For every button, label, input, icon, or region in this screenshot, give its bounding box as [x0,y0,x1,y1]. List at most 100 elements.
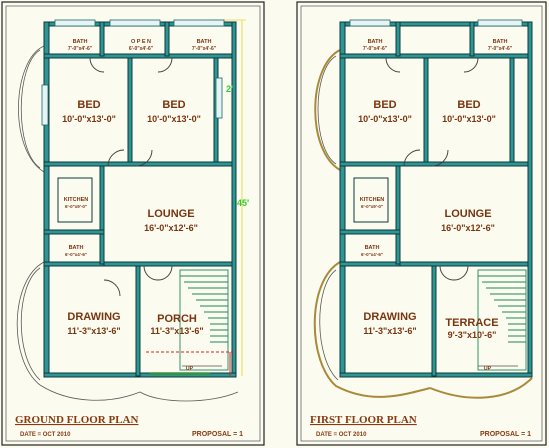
ground-plan-title: GROUND FLOOR PLAN [15,414,139,426]
ground-drawing-name: DRAWING [67,311,120,323]
first-window-bath-left [349,19,391,27]
first-drawing-size: 11'-3"x13'-6" [363,326,416,336]
ground-up-label: UP [186,366,194,372]
first-bath-left-name: BATH [368,39,383,45]
first-terrace-curve [429,377,533,399]
ground-wall-right [231,21,237,378]
ground-wall-bed-bottom [43,161,233,167]
first-bath-right-size: 7'-0"x4'-6" [488,46,513,52]
first-window-bath-right [477,19,523,27]
first-kitchen-size: 6'-0"x9'-0" [361,204,383,209]
ground-bay-curve-bottom [16,261,45,386]
ground-bed-left-name: BED [77,99,100,111]
first-kitchen-counter [353,177,389,223]
first-plan-proposal: PROPOSAL = 1 [480,431,531,438]
first-plan-date: DATE = OCT 2010 [316,432,367,438]
first-bath-left-size: 7'-0"x4'-6" [363,46,388,52]
ground-wall-bath-mid-right [99,233,105,265]
first-door-terrace-1 [439,265,455,281]
ground-bay-curve-top-inner [20,49,41,169]
ground-door-drawing [103,279,121,297]
first-wall-bath-mid-bottom [339,261,401,267]
first-stair-outline [477,269,527,371]
first-lounge-size: 16'-0"x12'-6" [441,223,495,233]
first-wall-bed-bottom [339,161,529,167]
ground-porch-name: PORCH [157,313,197,325]
ground-door-bed-left [107,149,125,167]
ground-stair-outline [179,269,229,371]
ground-sheet-border [1,1,265,446]
ground-wall-drawing-porch [135,265,141,377]
ground-window-bath-left [54,19,96,27]
first-door-terrace-2 [453,265,469,281]
ground-bath-right-name: BATH [197,39,212,45]
first-wall-right [527,21,533,378]
ground-wall-bath-div-2 [164,21,170,57]
ground-door-porch-2 [157,265,173,281]
ground-plan-proposal: PROPOSAL = 1 [192,431,243,438]
first-bed-right-name: BED [457,99,480,111]
first-terrace-size: 9'-3"x10'-6" [448,330,497,340]
first-staircase [477,269,527,371]
first-wall-bed-right-edge [509,57,515,165]
ground-labels: BATH 7'-0"x4'-6" O P E N 6'-0"x4'-6" BAT… [15,39,249,438]
ground-wall-kitchen-bottom [43,229,105,235]
ground-bath-left-name: BATH [73,39,88,45]
ground-door-bath-right [157,57,173,73]
ground-window-bath-right [173,19,225,27]
ground-lounge-name: LOUNGE [147,208,194,220]
first-wall-bath-mid-right [395,233,401,265]
first-bed-left-name: BED [373,99,396,111]
first-wall-drawing-terrace [431,265,437,377]
first-bath-mid-name: BATH [365,245,380,251]
ground-door-bed-right [135,149,153,167]
ground-porch-size: 11'-3"x13'-6" [150,326,203,336]
first-up-label: UP [484,366,492,372]
ground-bed-right-size: 10'-0"x13'-0" [147,114,201,124]
ground-bay-curve-top [18,45,45,173]
ground-drawing-size: 11'-3"x13'-6" [67,326,120,336]
first-kitchen-name: KITCHEN [360,197,384,203]
ground-window-bed-right [215,77,223,119]
ground-floor-plan [1,1,265,446]
first-wall-bath-div-1 [395,21,401,57]
first-wall-kitchen-right [395,165,401,233]
first-door-bed-left [403,149,421,167]
first-wall-bath-div-2 [469,21,475,57]
first-sheet-border [296,1,547,446]
first-wall-bath-row [339,53,529,59]
first-floor-plan [296,1,547,446]
ground-plan-date: DATE = OCT 2010 [20,432,71,438]
ground-staircase [179,269,229,371]
ground-wall-lounge-bottom [103,261,233,267]
ground-dim-2ft: 2' [226,84,233,94]
ground-wall-kitchen-right [99,165,105,233]
ground-wall-left [43,21,50,378]
ground-sheet-inner-border [5,5,261,442]
ground-wall-bath-div-1 [99,21,105,57]
ground-open-size: 6'-0"x4'-6" [129,46,154,52]
ground-lounge-size: 16'-0"x12'-6" [144,223,198,233]
first-drawing-name: DRAWING [363,311,416,323]
first-bay-curve-bottom [313,261,431,398]
first-bed-left-size: 10'-0"x13'-0" [358,114,412,124]
ground-window-bed-left [41,84,49,126]
ground-kitchen-counter [57,177,93,223]
first-bath-right-name: BATH [493,39,508,45]
ground-window-open [109,19,161,27]
ground-open-name: O P E N [131,39,151,45]
ground-kitchen-size: 6'-0"x9'-0" [65,204,87,209]
first-wall-kitchen-bottom [339,229,401,235]
first-bed-right-size: 10'-0"x13'-0" [442,114,496,124]
ground-wall-bath-row [43,53,233,59]
first-labels: BATH 7'-0"x4'-6" BATH 7'-0"x4'-6" BED 10… [310,39,531,438]
ground-kitchen-name: KITCHEN [64,197,88,203]
ground-door-porch-1 [143,265,159,281]
ground-bay-curve-bottom-inner [20,267,41,381]
ground-bath-mid-name: BATH [69,245,84,251]
ground-bed-left-size: 10'-0"x13'-0" [62,114,116,124]
ground-wall-bed-divider [127,57,133,165]
ground-bed-right-name: BED [162,99,185,111]
first-door-bath-left [385,57,401,73]
